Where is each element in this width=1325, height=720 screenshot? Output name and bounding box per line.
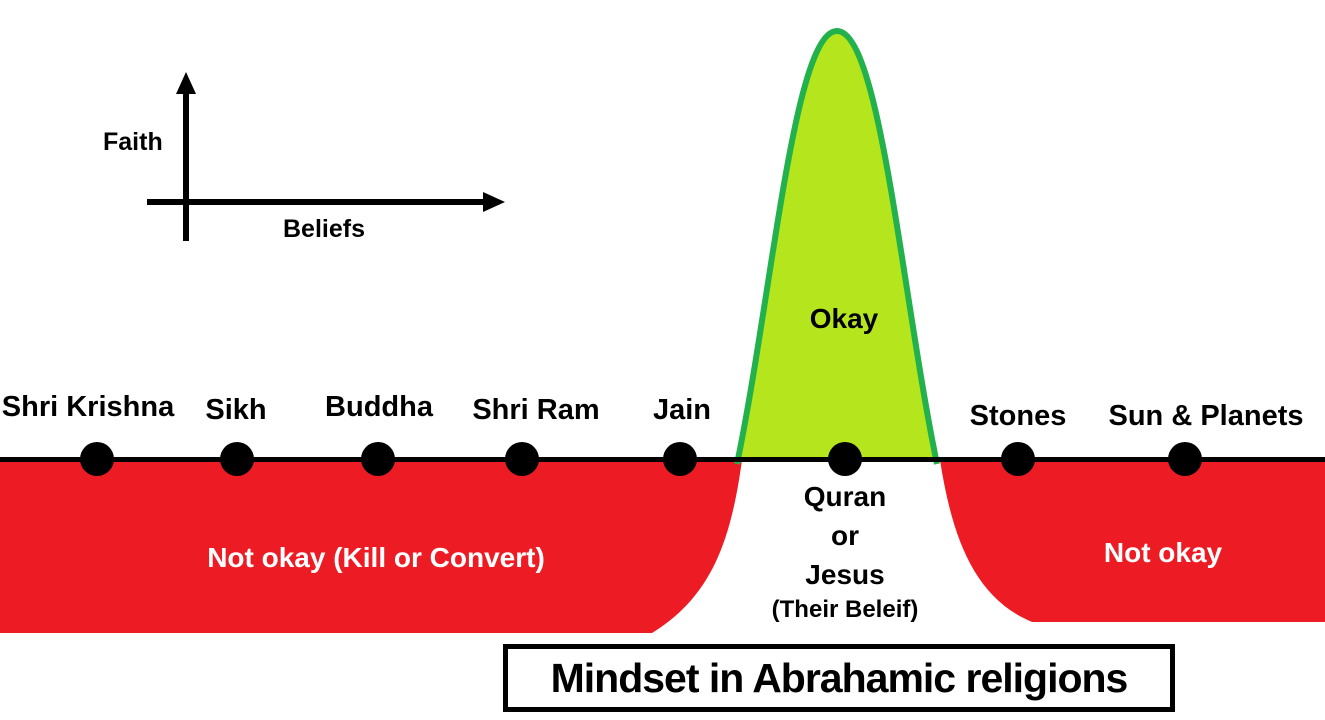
point-label-shri-krishna: Shri Krishna <box>1 391 175 423</box>
not-okay-left-label: Not okay (Kill or Convert) <box>207 542 545 573</box>
okay-zone-label: Okay <box>809 303 879 334</box>
title-box: Mindset in Abrahamic religions <box>503 644 1175 712</box>
point-label-stones: Stones <box>969 400 1067 432</box>
bell-curve-fill <box>737 31 937 461</box>
point-label-sun-planets: Sun & Planets <box>1108 400 1304 432</box>
not-okay-region-right <box>940 460 1325 622</box>
beliefs-axis-label: Beliefs <box>283 215 365 243</box>
point-label-shri-ram: Shri Ram <box>472 394 600 426</box>
not-okay-right-label: Not okay <box>1103 537 1223 568</box>
faith-axis-label: Faith <box>103 128 163 156</box>
point-label-sikh: Sikh <box>205 394 267 426</box>
belief-line-jesus: Jesus <box>805 559 885 590</box>
dot-sikh <box>220 442 254 476</box>
belief-line-quran: Quran <box>803 481 887 512</box>
dot-jain <box>663 442 697 476</box>
dot-quran-jesus <box>828 442 862 476</box>
beliefs-axis-arrowhead <box>483 192 505 212</box>
dot-shri-krishna <box>80 442 114 476</box>
dot-stones <box>1001 442 1035 476</box>
belief-line-or: or <box>831 520 859 551</box>
dot-sun-planets <box>1168 442 1202 476</box>
belief-line <box>0 457 1325 462</box>
center-belief-block: Quran or Jesus (Their Beleif) <box>772 477 919 626</box>
point-label-buddha: Buddha <box>325 391 433 423</box>
diagram-title: Mindset in Abrahamic religions <box>550 654 1129 701</box>
not-okay-region-left <box>0 460 742 633</box>
dot-shri-ram <box>505 442 539 476</box>
point-label-jain: Jain <box>652 394 712 426</box>
belief-line-their-beleif: (Their Beleif) <box>771 596 919 623</box>
faith-axis-arrowhead <box>176 72 196 94</box>
bell-curve-outline <box>734 27 940 465</box>
dot-buddha <box>361 442 395 476</box>
